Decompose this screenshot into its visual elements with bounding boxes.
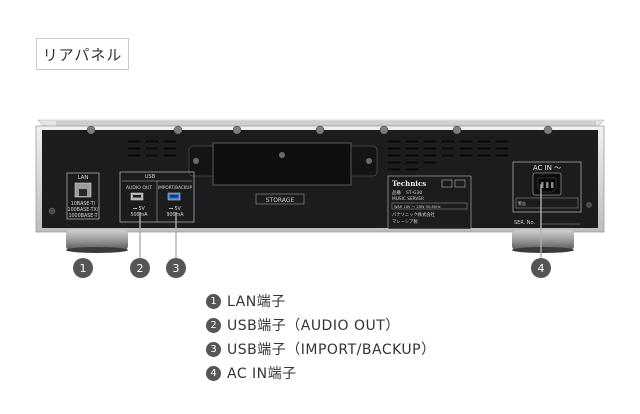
rear-panel-image: STORAGE LAN 10BASE-T/ 100BASE-TX/ 1000BA…	[35, 119, 605, 278]
legend-text: USB端子（IMPORT/BACKUP）	[227, 342, 436, 358]
legend-number: 2	[206, 317, 221, 333]
callout-3: 3	[166, 258, 186, 278]
callout-1: 1	[73, 258, 93, 278]
nameplate: Technics 品番 ST-G30 MUSIC SERVER WAR 18V …	[387, 175, 472, 230]
ratings: WAR 18V ～ 28W 50-60Hz	[394, 205, 441, 209]
maker: パナソニック株式会社	[392, 211, 436, 218]
origin: マレーシア製	[392, 218, 418, 225]
usb-import-spec-1: ⎓ 5V	[169, 206, 181, 212]
usb-group-label: USB	[145, 174, 156, 180]
usb-ports: USB AUDIO OUT IMPORT/BACKUP ⎓ 5V 500mA ⎓…	[119, 171, 195, 223]
lan-label: LAN	[77, 175, 88, 181]
ser-no-label: SER. No.	[514, 220, 536, 226]
ac-in-port: AC IN ～ 警告 SER. No.	[512, 161, 582, 226]
lan-spec-2: 100BASE-TX/	[68, 207, 99, 213]
lan-spec-1: 10BASE-T/	[71, 201, 96, 207]
storage-bay: STORAGE	[188, 142, 378, 205]
svg-text:3: 3	[173, 262, 180, 275]
svg-text:2: 2	[137, 262, 144, 275]
legend-text: LAN端子	[227, 294, 286, 310]
legend-number: 3	[206, 341, 221, 357]
product-name: MUSIC SERVER	[392, 196, 424, 202]
panel-title: リアパネル	[36, 38, 129, 70]
callout-2: 2	[130, 258, 150, 278]
usb-import-label: IMPORT/BACKUP	[158, 185, 193, 190]
legend-number: 4	[206, 365, 221, 381]
lan-port: LAN 10BASE-T/ 100BASE-TX/ 1000BASE-T	[66, 172, 100, 220]
callout-4: 4	[531, 258, 551, 278]
legend-text: USB端子（AUDIO OUT）	[227, 318, 400, 334]
svg-text:1: 1	[80, 262, 87, 275]
legend-item-ac-in: 4 AC IN端子	[206, 361, 436, 385]
legend-item-usb-import-backup: 3 USB端子（IMPORT/BACKUP）	[206, 337, 436, 361]
legend-text: AC IN端子	[227, 366, 297, 382]
storage-label: STORAGE	[266, 197, 295, 204]
legend-item-usb-audio-out: 2 USB端子（AUDIO OUT）	[206, 313, 436, 337]
usb-audio-spec-1: ⎓ 5V	[133, 206, 145, 212]
brand-logo: Technics	[392, 179, 426, 188]
warning-label: 警告	[518, 200, 526, 206]
svg-text:4: 4	[538, 262, 545, 275]
usb-audio-label: AUDIO OUT	[126, 185, 152, 191]
legend-number: 1	[206, 293, 221, 309]
model-number: ST-G30	[406, 190, 422, 196]
port-legend: 1 LAN端子 2 USB端子（AUDIO OUT） 3 USB端子（IMPOR…	[206, 289, 436, 385]
foot-left	[66, 230, 128, 253]
foot-right	[512, 230, 574, 253]
ac-in-label: AC IN ～	[533, 164, 561, 172]
legend-item-lan: 1 LAN端子	[206, 289, 436, 313]
model-prefix: 品番	[392, 189, 401, 196]
lan-spec-3: 1000BASE-T	[68, 213, 97, 219]
